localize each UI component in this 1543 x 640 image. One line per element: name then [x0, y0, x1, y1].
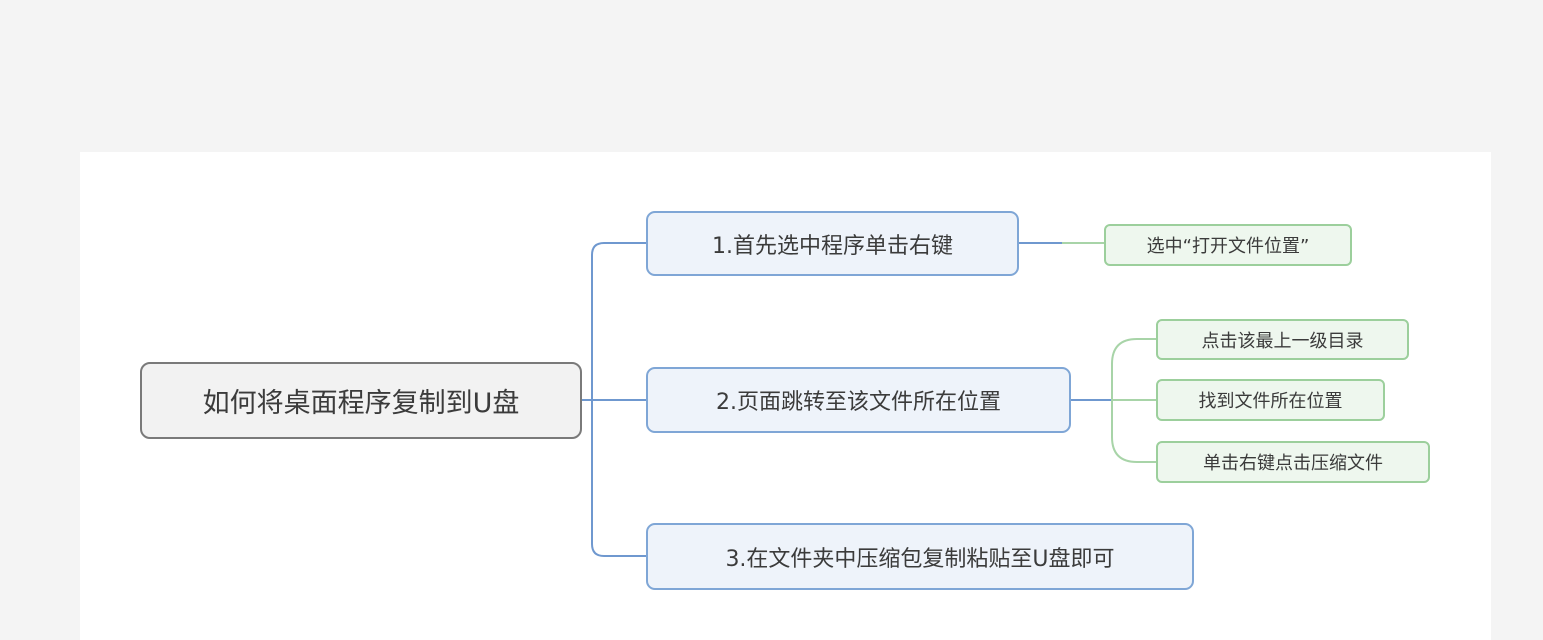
root-topic[interactable]: 如何将桌面程序复制到U盘: [140, 362, 582, 439]
branch-topic-2[interactable]: 2.页面跳转至该文件所在位置: [646, 367, 1071, 433]
connector-root-branch-3: [591, 400, 646, 557]
leaf-topic-2-2[interactable]: 找到文件所在位置: [1156, 379, 1385, 421]
mindmap-canvas: 如何将桌面程序复制到U盘 1.首先选中程序单击右键 2.页面跳转至该文件所在位置…: [80, 152, 1491, 640]
connector-lines: [582, 242, 1156, 557]
leaf-topic-2-3[interactable]: 单击右键点击压缩文件: [1156, 441, 1430, 483]
branch-topic-1[interactable]: 1.首先选中程序单击右键: [646, 211, 1019, 276]
connector-root-branch-1: [582, 242, 646, 401]
branch-topic-3[interactable]: 3.在文件夹中压缩包复制粘贴至U盘即可: [646, 523, 1194, 590]
leaf-topic-2-1[interactable]: 点击该最上一级目录: [1156, 319, 1409, 360]
connector-branch-2-leaf-1: [1111, 338, 1156, 400]
connector-branch-2-leaf-3: [1111, 400, 1156, 463]
leaf-topic-1-1[interactable]: 选中“打开文件位置”: [1104, 224, 1352, 266]
